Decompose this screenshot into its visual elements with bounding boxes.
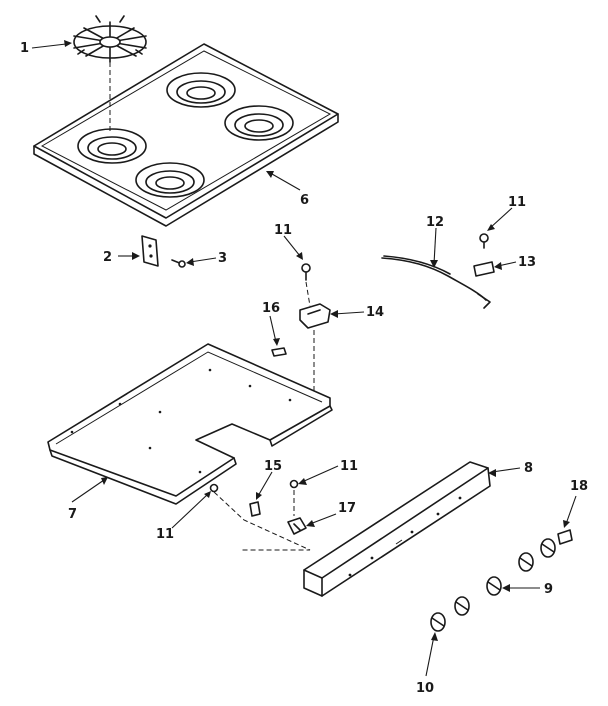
part-15-clip [249, 501, 261, 517]
callout-16: 16 [262, 301, 280, 316]
callout-2: 2 [103, 250, 112, 265]
part-17-bracket [287, 517, 307, 535]
callout-9: 9 [544, 582, 553, 597]
callout-13: 13 [518, 255, 536, 270]
callout-6: 6 [300, 193, 309, 208]
part-3-screw [171, 259, 186, 268]
part-11-screw-right [479, 233, 489, 249]
leader-lines [31, 40, 577, 677]
callout-11-right: 11 [508, 195, 526, 210]
callout-11-top: 11 [274, 223, 292, 238]
part-11-screw-top [301, 263, 311, 281]
callout-3: 3 [218, 251, 227, 266]
part-7-bottom-panel [47, 343, 333, 505]
callout-11-lower-right: 11 [340, 459, 358, 474]
part-12-rod [381, 255, 491, 309]
callout-8: 8 [524, 461, 533, 476]
callout-15: 15 [264, 459, 282, 474]
guide-line-lower [213, 491, 311, 551]
callout-10: 10 [416, 681, 434, 696]
callout-14: 14 [366, 305, 384, 320]
part-11-screw-lower-left [209, 483, 219, 493]
guide-line-screw [305, 281, 311, 307]
callout-17: 17 [338, 501, 356, 516]
part-6-cooktop [33, 43, 339, 227]
part-18-knob-small [557, 529, 573, 545]
callout-labels: 1 2 3 6 7 8 9 10 11 11 11 11 12 13 14 15… [20, 41, 588, 696]
part-11-screw-lower-right [289, 479, 299, 489]
part-2-bracket [141, 235, 159, 267]
callout-1: 1 [20, 41, 29, 56]
part-14-bracket [299, 303, 331, 329]
part-10-knob-a [430, 612, 446, 632]
part-1-grate [73, 15, 147, 63]
callout-12: 12 [426, 215, 444, 230]
part-9-knob-a [486, 576, 502, 596]
part-10-knob-b [454, 596, 470, 616]
part-9-knob-c [540, 538, 556, 558]
callout-18: 18 [570, 479, 588, 494]
part-16-clip [271, 347, 287, 357]
part-8-control-panel [303, 461, 491, 597]
callout-11-lower-left: 11 [156, 527, 174, 542]
part-9-knob-b [518, 552, 534, 572]
callout-7: 7 [68, 507, 77, 522]
part-13-clip [473, 261, 495, 277]
